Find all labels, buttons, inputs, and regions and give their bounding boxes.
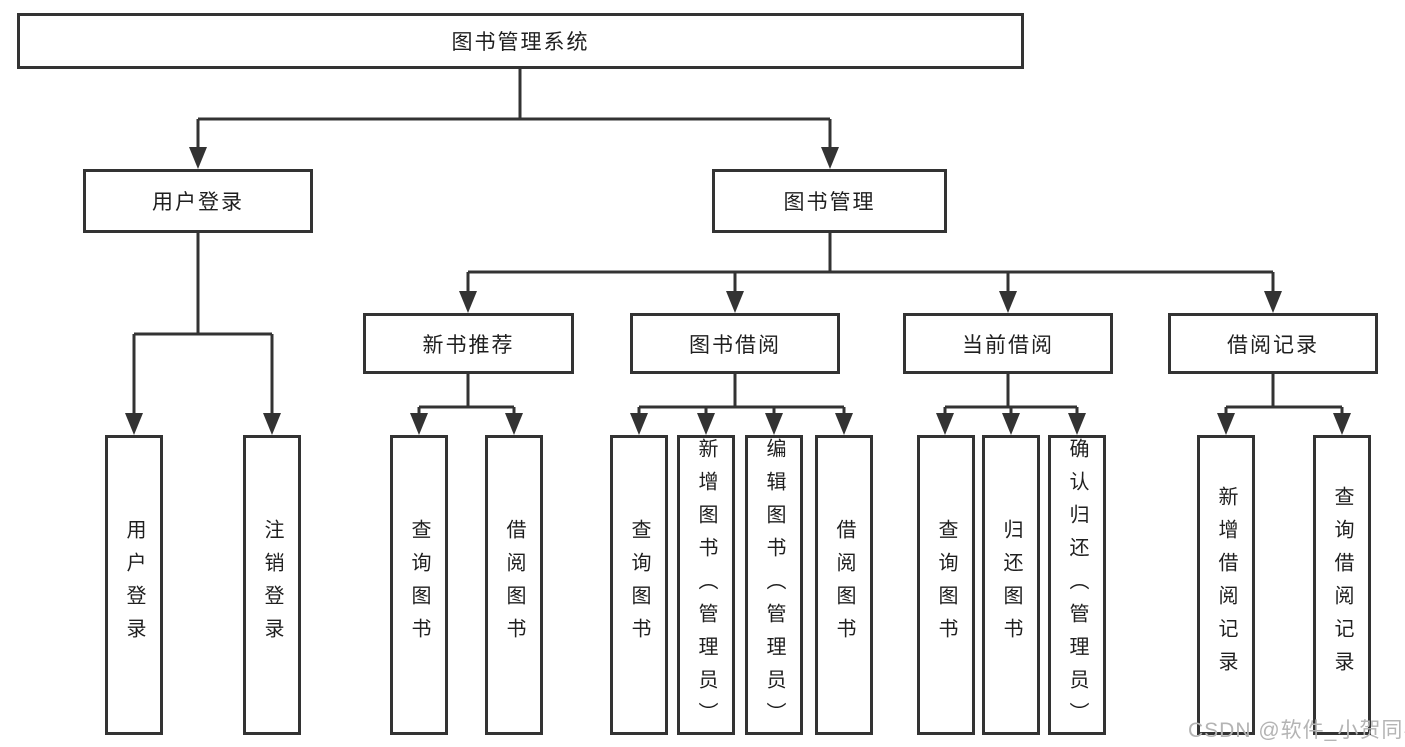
leaf-return-books: 归还图书 <box>982 435 1040 735</box>
node-current-borrow: 当前借阅 <box>903 313 1113 374</box>
leaf-query-books: 查询图书 <box>610 435 668 735</box>
arrowhead-down <box>189 147 207 169</box>
leaf-add-books-admin: 新增图书（管理员） <box>677 435 735 735</box>
arrowhead-down <box>459 291 477 313</box>
arrowhead-down <box>1068 413 1086 435</box>
arrowhead-down <box>1264 291 1282 313</box>
edge-line <box>132 233 274 415</box>
node-book-management: 图书管理 <box>712 169 947 233</box>
leaf-edit-books-admin: 编辑图书（管理员） <box>745 435 803 735</box>
node-root-library-management-system: 图书管理系统 <box>17 13 1024 69</box>
arrowhead-down <box>835 413 853 435</box>
arrowhead-down <box>999 291 1017 313</box>
arrowhead-down <box>821 147 839 169</box>
leaf-user-login: 用户登录 <box>105 435 163 735</box>
arrowhead-down <box>630 413 648 435</box>
edge-line <box>196 69 832 149</box>
node-user-login: 用户登录 <box>83 169 313 233</box>
leaf-borrow-books: 借阅图书 <box>815 435 873 735</box>
arrowhead-down <box>125 413 143 435</box>
edge-line <box>1224 374 1344 415</box>
arrowhead-down <box>263 413 281 435</box>
arrowhead-down <box>1333 413 1351 435</box>
edge-line <box>417 374 516 415</box>
edge-borrow-records-to-leaves <box>1217 374 1351 435</box>
node-new-book-recommend: 新书推荐 <box>363 313 574 374</box>
leaf-query-books: 查询图书 <box>390 435 448 735</box>
edge-line <box>466 233 1275 293</box>
arrowhead-down <box>1002 413 1020 435</box>
edge-line <box>943 374 1079 415</box>
arrowhead-down <box>726 291 744 313</box>
csdn-watermark: CSDN @软件_小贺同学 <box>1188 719 1405 742</box>
edge-book-borrow-to-leaves <box>630 374 853 435</box>
edge-root-to-level2 <box>189 69 839 169</box>
arrowhead-down <box>505 413 523 435</box>
node-book-borrow: 图书借阅 <box>630 313 840 374</box>
arrowhead-down <box>1217 413 1235 435</box>
leaf-logout: 注销登录 <box>243 435 301 735</box>
edge-book-mgmt-to-level3 <box>459 233 1282 313</box>
edge-line <box>637 374 846 415</box>
arrowhead-down <box>765 413 783 435</box>
leaf-confirm-return-admin: 确认归还（管理员） <box>1048 435 1106 735</box>
arrowhead-down <box>697 413 715 435</box>
arrowhead-down <box>410 413 428 435</box>
edge-new-books-to-leaves <box>410 374 523 435</box>
node-borrow-records: 借阅记录 <box>1168 313 1378 374</box>
leaf-query-books: 查询图书 <box>917 435 975 735</box>
arrowhead-down <box>936 413 954 435</box>
leaf-add-borrow-record: 新增借阅记录 <box>1197 435 1255 735</box>
leaf-borrow-books: 借阅图书 <box>485 435 543 735</box>
edge-user-login-to-leaves <box>125 233 281 435</box>
leaf-query-borrow-record: 查询借阅记录 <box>1313 435 1371 735</box>
edge-current-borrow-to-leaves <box>936 374 1086 435</box>
